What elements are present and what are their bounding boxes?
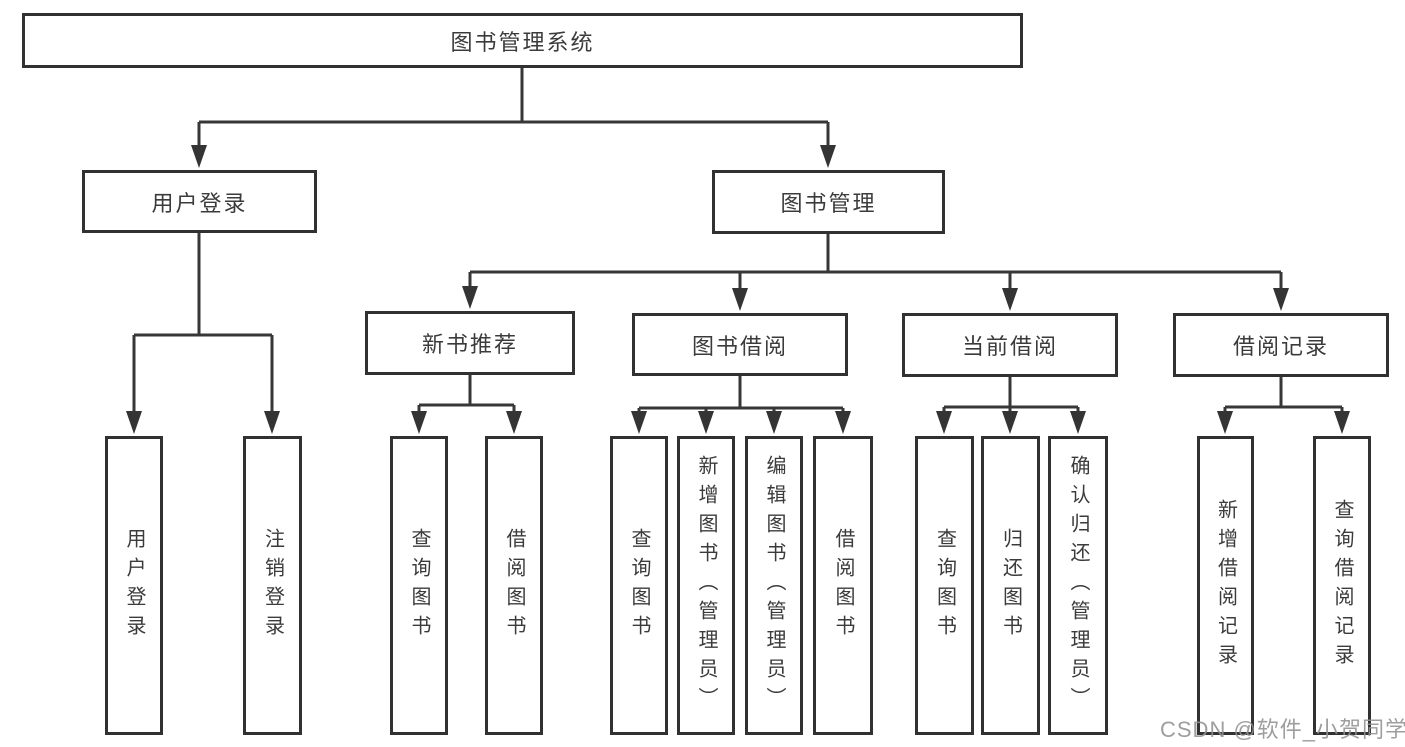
leaf-return-books: 归还图书 (981, 436, 1040, 735)
leaf-confirm-return-admin: 确认归还（管理员） (1048, 436, 1108, 735)
leaf-query-borrow-record-label: 查询借阅记录 (1331, 498, 1353, 673)
node-borrow-record-label: 借阅记录 (1232, 334, 1329, 359)
leaf-edit-book-admin: 编辑图书（管理员） (745, 436, 803, 735)
leaf-user-login-label: 用户登录 (123, 527, 145, 644)
leaf-borrow-books-1: 借阅图书 (485, 436, 543, 735)
node-user-login-label: 用户登录 (151, 190, 248, 216)
leaf-query-books-3: 查询图书 (915, 436, 974, 735)
leaf-add-book-admin-label: 新增图书（管理员） (695, 455, 717, 716)
leaf-user-login: 用户登录 (105, 436, 163, 735)
leaf-borrow-books-2: 借阅图书 (813, 436, 873, 735)
leaf-query-books-2-label: 查询图书 (628, 527, 650, 644)
leaf-borrow-books-2-label: 借阅图书 (832, 527, 854, 644)
leaf-return-books-label: 归还图书 (999, 527, 1022, 644)
node-book-management: 图书管理 (712, 170, 945, 234)
leaf-add-book-admin: 新增图书（管理员） (677, 436, 735, 735)
leaf-logout-label: 注销登录 (261, 527, 284, 644)
node-current-borrow-label: 当前借阅 (961, 334, 1058, 359)
node-root-label: 图书管理系统 (450, 29, 595, 55)
watermark: CSDN @软件_小贺同学 (1160, 717, 1405, 742)
leaf-add-borrow-record-label: 新增借阅记录 (1214, 498, 1237, 673)
leaf-borrow-books-1-label: 借阅图书 (503, 527, 525, 644)
leaf-confirm-return-admin-label: 确认归还（管理员） (1067, 455, 1089, 716)
leaf-query-borrow-record: 查询借阅记录 (1313, 436, 1371, 735)
node-book-borrow: 图书借阅 (632, 313, 848, 376)
node-borrow-record: 借阅记录 (1173, 313, 1389, 377)
node-book-management-label: 图书管理 (780, 191, 877, 216)
node-root: 图书管理系统 (22, 13, 1023, 68)
node-user-login: 用户登录 (82, 170, 317, 233)
node-new-book-recommend-label: 新书推荐 (421, 332, 518, 357)
node-new-book-recommend: 新书推荐 (365, 311, 575, 375)
node-book-borrow-label: 图书借阅 (691, 333, 788, 359)
leaf-edit-book-admin-label: 编辑图书（管理员） (763, 455, 785, 716)
node-current-borrow: 当前借阅 (902, 313, 1118, 377)
leaf-query-books-1-label: 查询图书 (408, 527, 430, 644)
leaf-query-books-2: 查询图书 (610, 436, 668, 735)
leaf-query-books-3-label: 查询图书 (933, 527, 956, 644)
leaf-logout: 注销登录 (243, 436, 302, 735)
leaf-add-borrow-record: 新增借阅记录 (1197, 436, 1254, 735)
leaf-query-books-1: 查询图书 (390, 436, 448, 735)
